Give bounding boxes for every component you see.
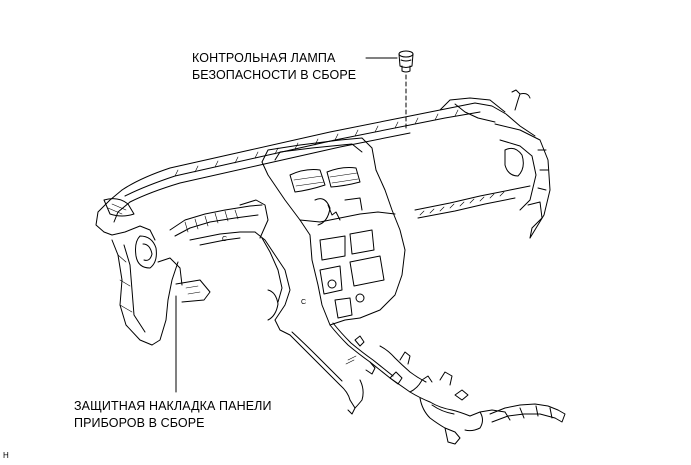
callout-line: ПРИБОРОВ В СБОРЕ (74, 416, 205, 430)
security-indicator-lamp-callout: КОНТРОЛЬНАЯ ЛАМПА БЕЗОПАСНОСТИ В СБОРЕ (192, 50, 356, 84)
callout-line: КОНТРОЛЬНАЯ ЛАМПА (192, 51, 336, 65)
callout-line: БЕЗОПАСНОСТИ В СБОРЕ (192, 68, 357, 82)
security-indicator-lamp (398, 50, 414, 73)
callout-line: ЗАЩИТНАЯ НАКЛАДКА ПАНЕЛИ (74, 399, 272, 413)
instrument-panel-trim-callout: ЗАЩИТНАЯ НАКЛАДКА ПАНЕЛИ ПРИБОРОВ В СБОР… (74, 398, 272, 432)
svg-text:C: C (222, 236, 227, 243)
lamp-leader-line (365, 57, 407, 129)
svg-text:C: C (301, 299, 306, 306)
figure-code: H (3, 451, 9, 460)
instrument-panel-assembly: C C (95, 89, 566, 445)
